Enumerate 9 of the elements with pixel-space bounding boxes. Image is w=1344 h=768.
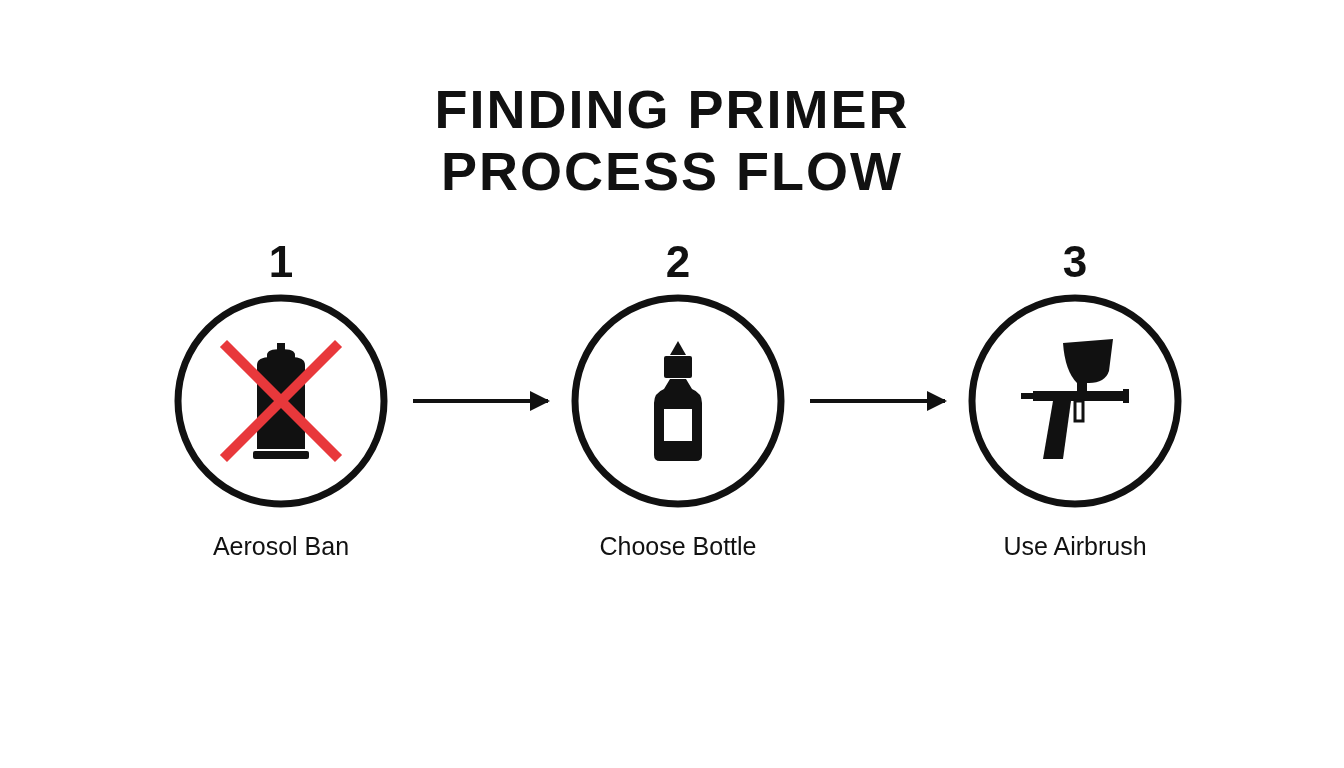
step-label: Aerosol Ban [211,531,351,562]
arrow [810,391,947,411]
diagram-title: FINDING PRIMER PROCESS FLOW [433,78,911,202]
arrow [413,391,550,411]
step-number: 1 [267,236,295,288]
step-label: Choose Bottle [598,531,758,562]
step-number: 3 [1061,236,1089,288]
step-number: 2 [664,236,692,288]
step-label: Use Airbrush [1002,531,1148,562]
